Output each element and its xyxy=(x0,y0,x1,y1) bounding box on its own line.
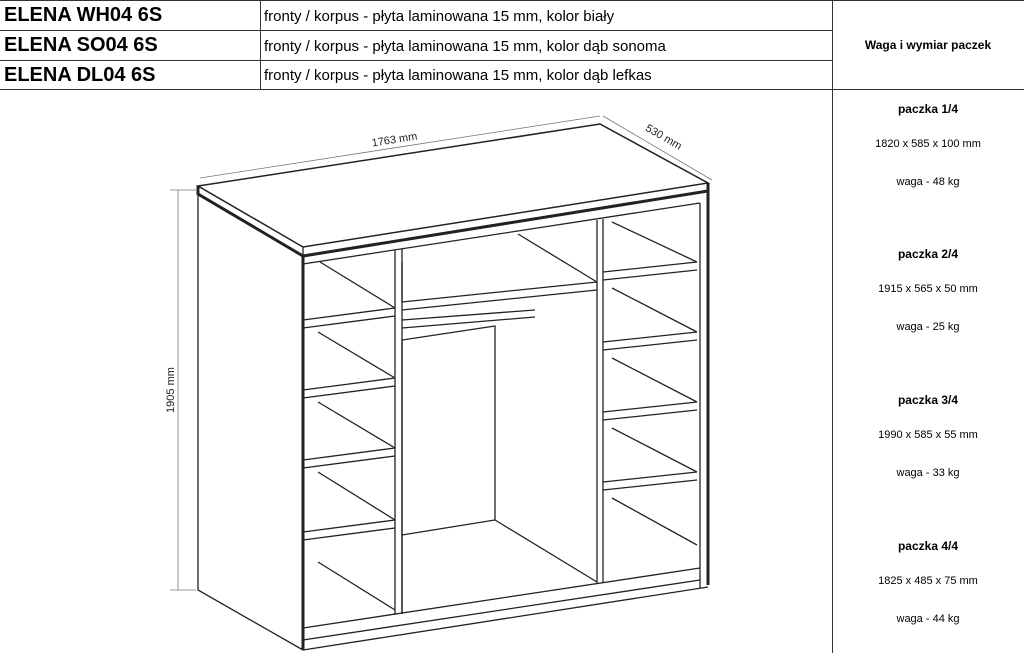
packages-header: Waga i wymiar paczek xyxy=(864,38,992,52)
package-title: paczka 1/4 xyxy=(897,102,959,116)
package-title: paczka 3/4 xyxy=(897,393,959,407)
package-weight: waga - 48 kg xyxy=(896,176,960,188)
package-weight: waga - 44 kg xyxy=(896,613,960,625)
product-model: ELENA WH04 6S xyxy=(4,4,163,26)
package-weight: waga - 33 kg xyxy=(896,467,960,479)
package-dims: 1825 x 485 x 75 mm xyxy=(878,575,978,587)
table-border xyxy=(832,0,833,653)
package-title: paczka 2/4 xyxy=(897,247,959,261)
wardrobe-drawing: 1763 mm 530 mm 1905 mm xyxy=(165,115,713,651)
package-weight: waga - 25 kg xyxy=(896,321,960,333)
product-description: fronty / korpus - płyta laminowana 15 mm… xyxy=(264,67,652,84)
package-block: paczka 3/4 1990 x 585 x 55 mm waga - 33 kg xyxy=(832,393,1024,505)
depth-dimension: 530 mm xyxy=(643,122,683,152)
table-border xyxy=(0,30,832,31)
product-model: ELENA SO04 6S xyxy=(4,34,158,56)
package-dims: 1915 x 565 x 50 mm xyxy=(878,283,978,295)
width-dimension: 1763 mm xyxy=(371,131,418,150)
table-border xyxy=(0,60,832,61)
package-dims: 1990 x 585 x 55 mm xyxy=(878,429,978,441)
package-dims: 1820 x 585 x 100 mm xyxy=(875,138,981,150)
height-dimension: 1905 mm xyxy=(165,367,177,413)
table-border xyxy=(260,0,261,90)
table-border xyxy=(0,89,1024,90)
product-model: ELENA DL04 6S xyxy=(4,64,156,86)
package-title: paczka 4/4 xyxy=(897,539,959,553)
table-border xyxy=(0,0,1024,1)
package-block: paczka 4/4 1825 x 485 x 75 mm waga - 44 kg xyxy=(832,539,1024,651)
product-description: fronty / korpus - płyta laminowana 15 mm… xyxy=(264,8,615,25)
package-block: paczka 2/4 1915 x 565 x 50 mm waga - 25 kg xyxy=(832,247,1024,359)
product-description: fronty / korpus - płyta laminowana 15 mm… xyxy=(264,38,666,55)
package-block: paczka 1/4 1820 x 585 x 100 mm waga - 48 k… xyxy=(832,102,1024,214)
